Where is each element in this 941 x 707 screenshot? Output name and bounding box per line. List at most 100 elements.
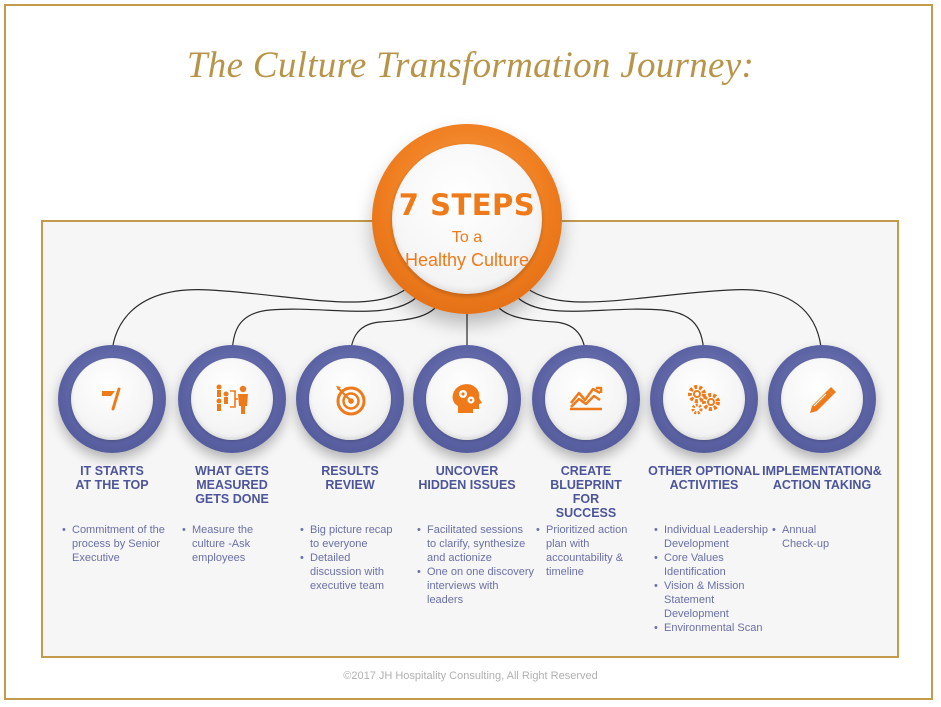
step-1-face bbox=[71, 358, 153, 440]
step-heading-line: UNCOVER bbox=[435, 464, 499, 478]
step-1-bullets: Commitment of the process by SeniorExecut… bbox=[62, 523, 180, 565]
step-heading-line: REVIEW bbox=[325, 478, 375, 492]
step-heading-line: OTHER OPTIONAL bbox=[648, 464, 760, 478]
step-4-face bbox=[426, 358, 508, 440]
step-3-face bbox=[309, 358, 391, 440]
step-heading-line: IT STARTS bbox=[80, 464, 144, 478]
bullet-line: to clarify, synthesize bbox=[427, 538, 526, 550]
step-6-bullets: Individual LeadershipDevelopmentCore Val… bbox=[654, 523, 772, 635]
step-7-heading: IMPLEMENTATION&ACTION TAKING bbox=[761, 464, 883, 492]
step-heading-line: MEASURED bbox=[196, 478, 268, 492]
step-heading-line: SUCCESS bbox=[555, 506, 617, 520]
hub-face: 7 STEPS To a Healthy Culture bbox=[392, 144, 542, 294]
bullet-line: Big picture recap bbox=[310, 524, 393, 536]
bullet-item: Environmental Scan bbox=[654, 621, 772, 635]
bullet-item: One on one discovery interviews with lead… bbox=[417, 565, 535, 607]
bullet-line: Commitment of the bbox=[72, 524, 165, 536]
bullet-line: employees bbox=[192, 552, 246, 564]
bullet-line: Core Values bbox=[664, 552, 724, 564]
step-4-bullets: Facilitated sessions to clarify, synthesi… bbox=[417, 523, 535, 607]
brain-gears-icon bbox=[452, 384, 482, 413]
step-2-face bbox=[191, 358, 273, 440]
bullet-item: Facilitated sessions to clarify, synthesi… bbox=[417, 523, 535, 565]
bullet-line: Development bbox=[664, 608, 729, 620]
step-7-circle bbox=[768, 345, 876, 453]
step-heading-line: ACTIVITIES bbox=[669, 478, 739, 492]
step-heading-line: HIDDEN ISSUES bbox=[418, 478, 516, 492]
bullet-line: Executive bbox=[72, 552, 120, 564]
bullet-line: Check-up bbox=[782, 538, 830, 550]
step-6-face bbox=[663, 358, 745, 440]
step-heading-line: BLUEPRINT bbox=[550, 478, 622, 492]
step-2-circle bbox=[178, 345, 286, 453]
bullet-line: interviews with leaders bbox=[427, 580, 499, 606]
step-heading-line: RESULTS bbox=[321, 464, 379, 478]
step-2-bullets: Measure the culture -Ask employees bbox=[182, 523, 300, 565]
bullet-line: timeline bbox=[546, 566, 584, 578]
page-title: The Culture Transformation Journey: bbox=[186, 45, 755, 86]
step-1-circle bbox=[58, 345, 166, 453]
bullet-line: Environmental Scan bbox=[664, 622, 763, 634]
flag-icon bbox=[102, 387, 121, 411]
step-heading-line: WHAT GETS bbox=[194, 464, 270, 478]
bullet-line: Individual Leadership bbox=[664, 524, 768, 536]
target-icon bbox=[336, 386, 366, 416]
step-5-face bbox=[545, 358, 627, 440]
bullet-item: Commitment of the process by SeniorExecut… bbox=[62, 523, 180, 565]
bullet-line: Identification bbox=[664, 566, 726, 578]
hub-circle: 7 STEPS To a Healthy Culture bbox=[372, 124, 562, 314]
copyright-footer: ©2017 JH Hospitality Consulting, All Rig… bbox=[343, 670, 598, 682]
bullet-line: Measure the bbox=[192, 524, 254, 536]
bullet-line: Facilitated sessions bbox=[427, 524, 523, 536]
step-heading-line: GETS DONE bbox=[195, 492, 269, 506]
bullet-line: executive team bbox=[310, 580, 384, 592]
bullet-line: and actionize bbox=[427, 552, 492, 564]
bullet-line: Vision & Mission bbox=[664, 580, 745, 592]
bullet-line: Detailed bbox=[310, 552, 351, 564]
hub-subtitle-line-1: To a bbox=[451, 229, 483, 246]
bullet-line: Development bbox=[664, 538, 729, 550]
people-measure-icon bbox=[216, 384, 248, 414]
step-heading-line: CREATE bbox=[560, 464, 612, 478]
gears-icon bbox=[688, 385, 720, 415]
step-3-circle bbox=[296, 345, 404, 453]
bullet-line: discussion with bbox=[310, 566, 384, 578]
step-heading-line: IMPLEMENTATION& bbox=[762, 464, 882, 478]
step-5-circle bbox=[532, 345, 640, 453]
bullet-line: Annual bbox=[782, 524, 817, 536]
step-7-face bbox=[781, 358, 863, 440]
step-6-circle bbox=[650, 345, 758, 453]
bullet-line: plan with bbox=[546, 538, 590, 550]
bullet-line: to everyone bbox=[310, 538, 368, 550]
hub-heading: 7 STEPS bbox=[398, 188, 536, 222]
bullet-line: accountability & bbox=[546, 552, 624, 564]
step-3-bullets: Big picture recap to everyoneDetailed disc… bbox=[300, 523, 418, 593]
bullet-line: Prioritized action bbox=[546, 524, 628, 536]
bullet-item: Prioritized action plan with accountabilit… bbox=[536, 523, 654, 579]
bullet-item: Big picture recap to everyone bbox=[300, 523, 418, 551]
bullet-line: culture -Ask bbox=[192, 538, 251, 550]
bullet-item: Measure the culture -Ask employees bbox=[182, 523, 300, 565]
step-heading-line: AT THE TOP bbox=[75, 478, 149, 492]
bullet-line: process by Senior bbox=[72, 538, 161, 550]
hub-subtitle-line-2: Healthy Culture bbox=[404, 250, 530, 270]
bullet-line: Statement bbox=[664, 594, 715, 606]
bullet-item: Detailed discussion with executive team bbox=[300, 551, 418, 593]
pencil-icon bbox=[810, 387, 836, 413]
step-5-bullets: Prioritized action plan with accountabilit… bbox=[536, 523, 654, 579]
step-heading-line: ACTION TAKING bbox=[772, 478, 872, 492]
step-heading-line: FOR bbox=[572, 492, 600, 506]
step-4-circle bbox=[413, 345, 521, 453]
trend-chart-icon bbox=[570, 386, 603, 411]
bullet-line: One on one discovery bbox=[427, 566, 535, 578]
